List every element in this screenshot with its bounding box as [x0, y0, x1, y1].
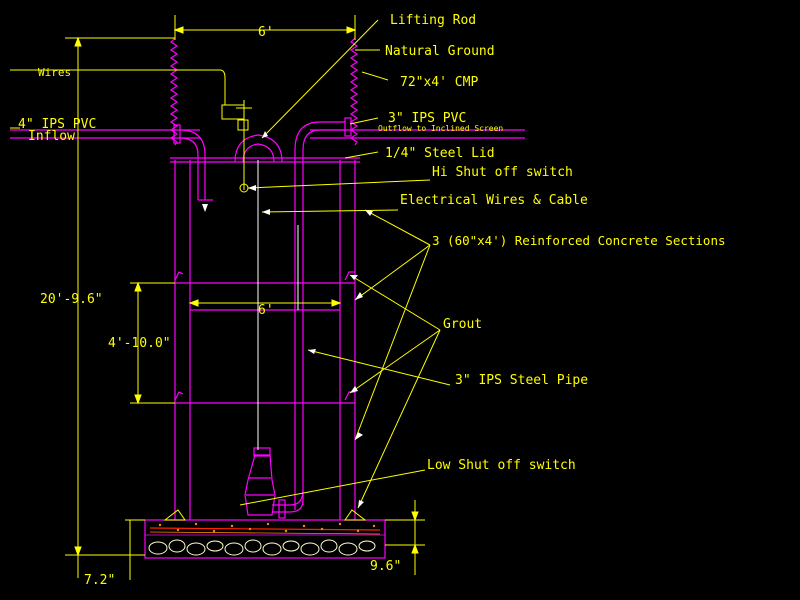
discharge-flange — [278, 499, 286, 519]
grout-tab-2l — [174, 391, 184, 401]
label-outflow-pipe: 3" IPS PVC — [388, 111, 466, 126]
label-electrical: Electrical Wires & Cable — [400, 193, 588, 208]
lid-handle-inner — [242, 143, 275, 163]
dim-base-offset: 7.2" — [84, 573, 115, 588]
label-inflow: Inflow — [28, 129, 75, 144]
base-slab — [144, 509, 386, 559]
label-inflow-pipe: 4" IPS PVC — [18, 117, 96, 132]
label-natural-ground: Natural Ground — [385, 44, 495, 59]
label-concrete-sections: 3 (60"x4') Reinforced Concrete Sections — [432, 233, 726, 248]
discharge-pipe — [272, 489, 304, 506]
pump-body — [244, 454, 276, 516]
lid-handle — [234, 134, 283, 163]
gravel-bed — [148, 539, 376, 556]
flange-left — [173, 124, 181, 144]
dim-section-height: 4'-10.0" — [108, 336, 171, 351]
grout-tab-2r — [344, 391, 355, 401]
structure-group — [10, 37, 525, 520]
dim-total-depth: 20'-9.6" — [40, 292, 103, 307]
label-low-shutoff: Low Shut off switch — [427, 458, 576, 473]
outflow-riser-inner — [302, 129, 345, 505]
label-steel-pipe: 3" IPS Steel Pipe — [455, 373, 588, 388]
cmp-right-wall — [349, 37, 359, 146]
grout-tab-1r — [344, 271, 355, 281]
dim-top-width: 6' — [258, 25, 274, 40]
dim-inner-width: 6' — [258, 303, 274, 318]
label-grout: Grout — [443, 317, 482, 332]
flange-right — [344, 117, 352, 137]
label-group: Lifting Rod Natural Ground 72"x4' CMP 3"… — [18, 13, 726, 588]
dim-slab-thickness: 9.6" — [370, 559, 401, 574]
label-lifting-rod: Lifting Rod — [390, 13, 476, 28]
pump-top — [253, 447, 271, 457]
leader-arrows — [202, 131, 373, 508]
discharge-pipe-2 — [272, 499, 304, 513]
inflow-elbow — [179, 129, 206, 200]
outflow-riser — [294, 121, 345, 510]
label-cmp: 72"x4' CMP — [400, 75, 478, 90]
annotation-group — [10, 15, 451, 580]
inflow-elbow-inner — [179, 137, 199, 200]
label-hi-shutoff: Hi Shut off switch — [432, 165, 573, 180]
label-steel-lid: 1/4" Steel Lid — [385, 146, 495, 161]
grout-tab-1l — [174, 271, 184, 281]
label-wires: Wires — [38, 66, 71, 79]
label-outflow-note: Outflow to Inclined Screen — [378, 124, 503, 133]
